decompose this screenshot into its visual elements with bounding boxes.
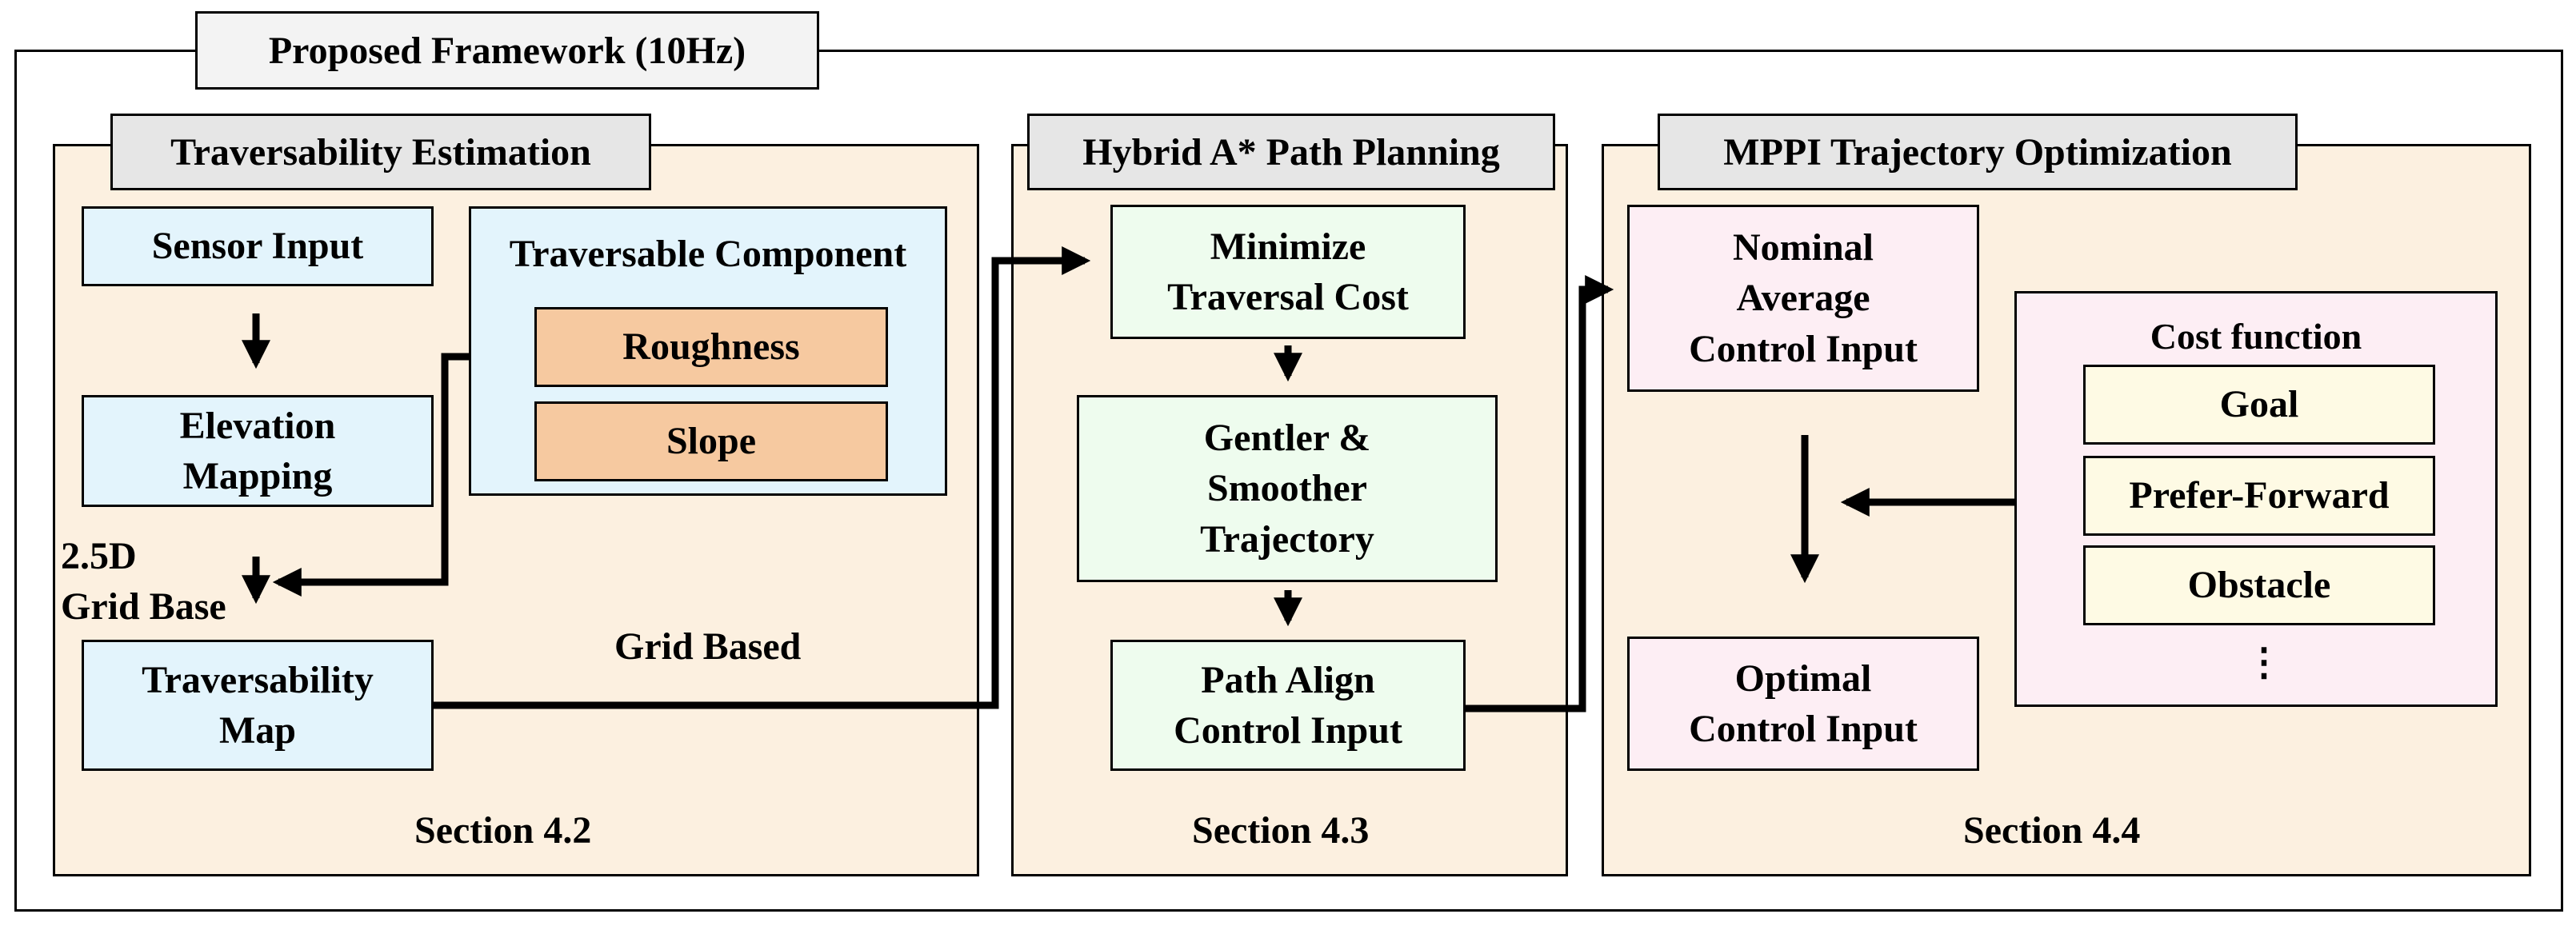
nominal-control-input-box: Nominal Average Control Input <box>1627 205 1979 392</box>
optimal-control-input-box: Optimal Control Input <box>1627 637 1979 771</box>
slope-box: Slope <box>534 401 888 481</box>
elevation-mapping-box: Elevation Mapping <box>82 395 434 507</box>
minimize-traversal-cost-box: Minimize Traversal Cost <box>1110 205 1466 339</box>
goal-box: Goal <box>2083 365 2435 445</box>
traversability-map-box: Traversability Map <box>82 640 434 771</box>
hybrid-title: Hybrid A* Path Planning <box>1027 114 1555 190</box>
sensor-input-box: Sensor Input <box>82 206 434 286</box>
framework-title: Proposed Framework (10Hz) <box>195 11 819 90</box>
arrow-map-to-hybrid <box>434 246 1091 709</box>
arrow-component-to-map <box>272 353 469 597</box>
label-2-5d-grid-base: 2.5D Grid Base <box>61 535 226 629</box>
traversability-title: Traversability Estimation <box>110 114 651 190</box>
obstacle-box: Obstacle <box>2083 545 2435 625</box>
cost-function-title: Cost function <box>2150 316 2362 357</box>
traversable-component-title: Traversable Component <box>509 233 907 275</box>
mppi-title: MPPI Trajectory Optimization <box>1658 114 2298 190</box>
section-4-3-label: Section 4.3 <box>1192 809 1370 852</box>
gentler-smoother-box: Gentler & Smoother Trajectory <box>1077 395 1498 582</box>
path-align-box: Path Align Control Input <box>1110 640 1466 771</box>
section-4-4-label: Section 4.4 <box>1963 809 2141 852</box>
arrow-pathalign-to-mppi <box>1466 275 1614 712</box>
more-items-ellipsis: ⋮ <box>2245 641 2283 684</box>
grid-based-label: Grid Based <box>614 625 802 668</box>
section-4-2-label: Section 4.2 <box>414 809 592 852</box>
roughness-box: Roughness <box>534 307 888 387</box>
framework-border <box>14 50 2563 912</box>
prefer-forward-box: Prefer-Forward <box>2083 456 2435 536</box>
